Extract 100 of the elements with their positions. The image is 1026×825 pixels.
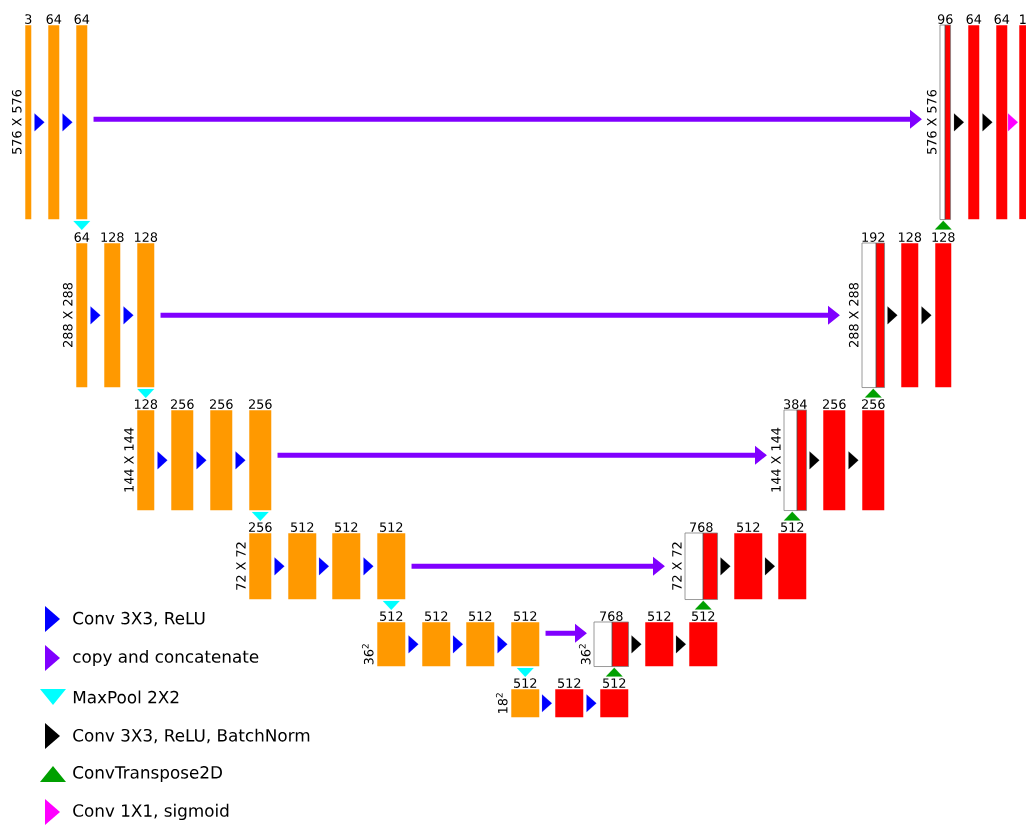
feature-map-bar: 128 — [134, 232, 158, 388]
size-label: 72 X 72 — [672, 542, 682, 590]
node-label: 512 — [291, 522, 314, 532]
size-label: 576 X 576 — [11, 89, 22, 154]
feature-map-bar: 512 — [422, 611, 451, 667]
triangle-arrow — [62, 113, 73, 132]
feature-map-bar: 512 — [466, 611, 495, 667]
triangle-arrow — [809, 451, 820, 470]
triangle-arrow — [783, 511, 801, 521]
triangle-arrow — [764, 557, 775, 576]
feature-map-bar: 256 — [249, 522, 272, 600]
node-label: 64 — [966, 14, 982, 24]
triangle-arrow — [586, 694, 597, 713]
feature-map-bar: 128 — [134, 399, 158, 511]
size-label: 18$^{2}$ — [495, 693, 508, 713]
node-label: 256 — [249, 399, 272, 409]
triangle-arrow — [982, 113, 993, 132]
node-label: 192 — [862, 232, 885, 242]
node-label: 64 — [74, 232, 90, 242]
concatenated-feature-map: 96 — [937, 14, 953, 220]
feature-map-bar: 512 — [555, 678, 584, 718]
size-label: 36$^{2}$ — [578, 644, 591, 665]
legend-label: copy and concatenate — [73, 649, 259, 667]
triangle-arrow — [235, 451, 246, 470]
feature-map-bar: 512 — [645, 611, 674, 667]
feature-map-bar: 512 — [332, 522, 361, 600]
triangle-arrow — [251, 511, 269, 521]
node-label: 64 — [46, 14, 62, 24]
feature-map-bar: 256 — [862, 399, 885, 511]
node-label: 128 — [898, 232, 922, 242]
legend-label: ConvTranspose2D — [73, 766, 222, 782]
triangle-arrow — [73, 220, 91, 230]
triangle-arrow — [408, 635, 419, 654]
size-label: 576 X 576 — [926, 89, 937, 154]
triangle-arrow — [497, 635, 508, 654]
node-label: 512 — [737, 522, 760, 532]
triangle-arrow — [921, 306, 932, 325]
node-label: 768 — [600, 611, 623, 621]
feature-map-bar: 512 — [734, 522, 763, 600]
node-label: 512 — [514, 611, 537, 621]
legend-label: Conv 1X1, sigmoid — [73, 803, 229, 821]
feature-map-bar: 64 — [74, 14, 90, 220]
feature-map-bar: 512 — [377, 522, 406, 600]
triangle-arrow — [196, 451, 207, 470]
legend-label: Conv 3X3, ReLU — [73, 611, 205, 627]
node-label: 512 — [648, 611, 671, 621]
triangle-arrow — [34, 113, 45, 132]
feature-map-bar: 512 — [600, 678, 629, 718]
node-label: 3 — [25, 14, 32, 24]
triangle-arrow — [694, 600, 712, 610]
legend-label: Conv 3X3, ReLU, BatchNorm — [73, 728, 310, 744]
triangle-arrow — [363, 557, 374, 576]
size-label: 288 X 288 — [848, 283, 859, 347]
triangle-arrow — [953, 113, 964, 132]
node-label: 512 — [692, 611, 715, 621]
feature-map-bar: 512 — [288, 522, 317, 600]
feature-map-bar: 128 — [101, 232, 124, 388]
node-label: 256 — [210, 399, 233, 409]
node-label: 768 — [690, 522, 713, 532]
node-label: 512 — [380, 611, 403, 621]
node-label: 256 — [249, 522, 272, 532]
node-label: 512 — [469, 611, 492, 621]
node-label: 256 — [861, 399, 885, 409]
node-label: 512 — [558, 678, 581, 688]
triangle-arrow — [934, 220, 952, 230]
triangle-arrow — [887, 306, 898, 325]
triangle-arrow — [452, 635, 463, 654]
feature-map-bar: 512 — [689, 611, 718, 667]
triangle-arrow — [516, 667, 534, 677]
feature-map-bar: 64 — [46, 14, 62, 220]
feature-map-bar: 512 — [778, 522, 807, 600]
triangle-arrow — [382, 600, 400, 610]
triangle-arrow — [675, 635, 686, 654]
node-label: 128 — [134, 399, 158, 409]
triangle-arrow — [720, 557, 731, 576]
feature-map-bar: 512 — [511, 611, 540, 667]
feature-map-bar: 512 — [377, 611, 406, 667]
triangle-arrow — [848, 451, 859, 470]
feature-map-bar: 128 — [898, 232, 922, 388]
concatenated-feature-map: 384 — [783, 399, 807, 511]
triangle-arrow — [90, 306, 101, 325]
node-label: 256 — [171, 399, 194, 409]
node-label: 64 — [74, 14, 90, 24]
concatenated-feature-map: 768 — [593, 611, 629, 667]
feature-map-bar: 128 — [932, 232, 955, 388]
node-label: 512 — [603, 678, 626, 688]
legend-label: MaxPool 2X2 — [73, 690, 179, 704]
feature-map-bar: 1 — [1019, 14, 1026, 220]
feature-map-bar: 64 — [74, 232, 90, 388]
triangle-arrow — [137, 388, 155, 398]
feature-map-bar: 256 — [249, 399, 272, 511]
node-label: 512 — [781, 522, 804, 532]
node-label: 128 — [134, 232, 158, 242]
size-label: 144 X 144 — [771, 427, 781, 492]
node-label: 256 — [822, 399, 846, 409]
node-label: 384 — [784, 399, 807, 409]
size-label: 36$^{2}$ — [361, 644, 374, 665]
node-label: 96 — [937, 14, 953, 24]
node-label: 512 — [335, 522, 358, 532]
node-label: 128 — [932, 232, 955, 242]
